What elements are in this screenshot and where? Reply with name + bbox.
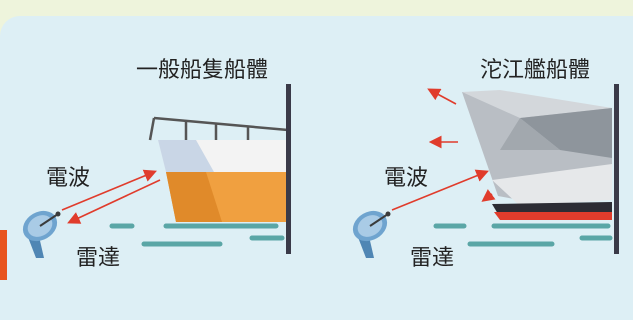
left-title: 一般船隻船體 — [136, 58, 269, 83]
radar-dish-right — [352, 210, 391, 258]
right-title: 沱江艦船體 — [480, 58, 591, 83]
dock-wall-left — [286, 84, 291, 254]
right-radar-label: 雷達 — [410, 246, 455, 271]
radar-waves-left — [61, 169, 161, 224]
radar-dish-left — [22, 210, 61, 258]
water-lines-right — [433, 223, 613, 247]
deflected-waves — [427, 88, 496, 202]
accent-tab — [0, 230, 7, 280]
left-wave-label: 電波 — [46, 166, 91, 191]
left-radar-label: 雷達 — [76, 246, 121, 271]
right-wave-label: 電波 — [384, 166, 429, 191]
radar-waves-right — [391, 169, 489, 211]
ordinary-ship — [148, 84, 291, 254]
stealth-ship — [462, 84, 619, 254]
dock-wall-right — [614, 84, 619, 254]
water-lines-left — [109, 223, 285, 247]
